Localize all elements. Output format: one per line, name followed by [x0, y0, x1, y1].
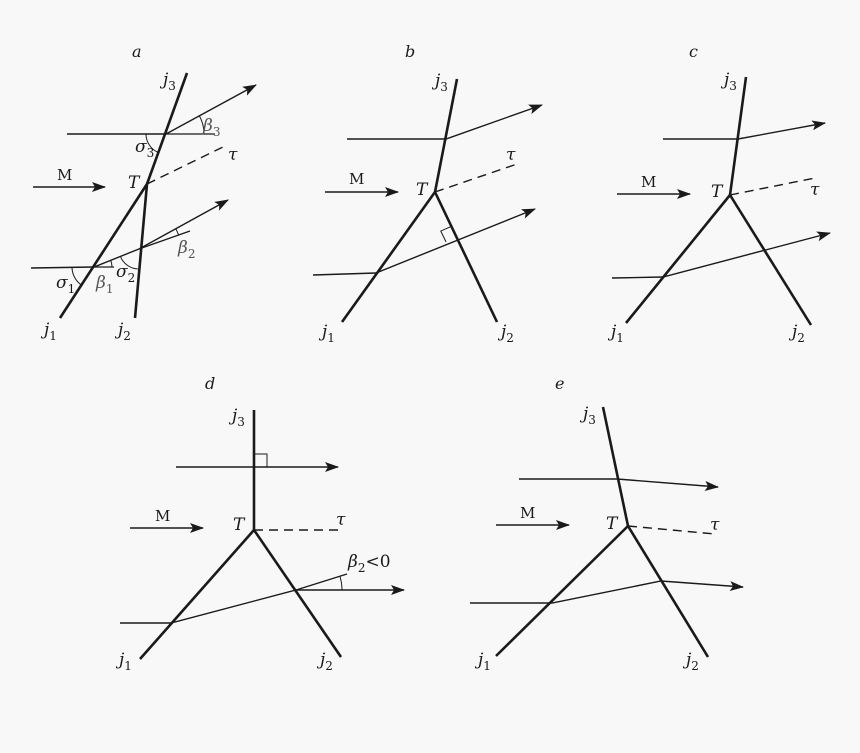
upper-ray	[663, 120, 826, 140]
upper-ray	[67, 84, 257, 135]
lower-reference-line	[295, 573, 348, 591]
upper-ray	[519, 478, 719, 491]
boundary-j3	[433, 78, 459, 193]
label-j2: j2	[682, 650, 699, 673]
label-beta1: β1	[95, 273, 113, 296]
boundary-j1	[495, 525, 629, 657]
sigma1-arc	[71, 266, 83, 286]
boundary-j2	[252, 529, 343, 658]
lower-ray	[312, 208, 536, 276]
boundary-j3	[145, 72, 189, 185]
m-label: M	[641, 173, 656, 191]
label-sigma3: σ3	[135, 137, 154, 160]
beta1-arc	[110, 260, 113, 268]
boundary-j2	[433, 191, 499, 323]
label-j3: j3	[720, 70, 737, 93]
label-j3: j3	[159, 70, 176, 93]
boundary-j3	[728, 76, 748, 196]
right-angle-marker	[254, 453, 268, 467]
label-tau: τ	[336, 510, 346, 530]
panel-letter-c: c	[689, 42, 698, 61]
label-j1: j1	[115, 650, 132, 673]
beta2-arc	[175, 228, 180, 236]
label-beta3: β3	[202, 116, 220, 139]
label-j2: j2	[114, 320, 131, 343]
panel-letter-e: e	[555, 374, 564, 393]
label-j3: j3	[579, 404, 596, 427]
tau-dashed-line	[729, 177, 816, 196]
beta2-negative-arc	[339, 576, 343, 591]
right-angle-marker	[440, 225, 452, 243]
label-tau: τ	[810, 180, 820, 200]
label-tau: τ	[710, 515, 720, 535]
label-j2: j2	[497, 322, 514, 345]
label-tau: τ	[228, 145, 238, 165]
lower-reference-line	[138, 230, 191, 250]
panel-letter-b: b	[405, 42, 415, 61]
tau-dashed-line	[434, 163, 518, 193]
lower-ray	[470, 580, 744, 604]
label-j3: j3	[431, 71, 448, 94]
boundary-j1	[340, 191, 437, 323]
label-sigma2: σ2	[116, 262, 135, 285]
label-j1: j1	[607, 322, 624, 345]
beta3-arc	[198, 115, 205, 135]
label-beta2: β2	[177, 238, 195, 261]
lower-ray	[611, 231, 831, 279]
m-label: M	[155, 507, 170, 525]
m-label: M	[520, 504, 535, 522]
boundary-j2	[133, 183, 149, 319]
label-sigma1: σ1	[56, 273, 75, 296]
label-t-junction: T	[416, 180, 429, 200]
label-j3: j3	[228, 406, 245, 429]
label-j2: j2	[788, 322, 805, 345]
label-j1: j1	[40, 320, 57, 343]
label-t-junction: T	[128, 173, 141, 193]
label-t-junction: T	[233, 515, 246, 535]
panel-letter-d: d	[205, 374, 215, 393]
boundary-j1	[624, 194, 732, 324]
lower-ray	[30, 199, 229, 269]
boundary-j1	[58, 183, 149, 319]
lower-ray	[120, 585, 405, 624]
label-beta2-negative: β2<0	[347, 552, 391, 575]
label-t-junction: T	[711, 182, 724, 202]
sigma3-arc	[145, 133, 160, 154]
boundary-j3	[601, 406, 630, 527]
boundary-j2	[728, 194, 813, 326]
label-j1: j1	[474, 650, 491, 673]
tau-dashed-line	[627, 525, 716, 535]
boundary-j1	[139, 529, 255, 660]
label-j2: j2	[316, 650, 333, 673]
label-tau: τ	[506, 145, 516, 165]
m-label: M	[349, 170, 364, 188]
panel-letter-a: a	[132, 42, 142, 61]
label-t-junction: T	[606, 514, 619, 534]
m-label: M	[57, 166, 72, 184]
sigma2-arc	[119, 256, 138, 270]
boundary-j2	[626, 525, 710, 658]
label-j1: j1	[318, 322, 335, 345]
upper-ray	[347, 104, 543, 140]
